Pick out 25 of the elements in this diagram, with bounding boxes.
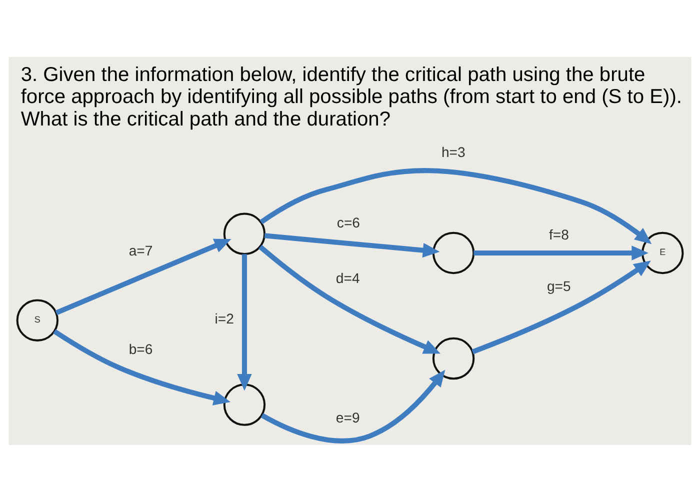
edge-label: h=3 (441, 144, 466, 160)
edge-label: g=5 (547, 277, 571, 294)
arrow (237, 254, 252, 390)
node-circle (223, 212, 266, 254)
node-circle: S (16, 298, 59, 341)
edge-label: i=2 (214, 310, 234, 326)
edge-label: c=6 (336, 214, 360, 230)
node-circle (432, 231, 475, 274)
arrow (474, 245, 648, 260)
arrow (260, 369, 446, 443)
arrow (258, 244, 440, 354)
edge-label: e=9 (336, 409, 360, 426)
diagram-title: 3. Given the information below, identify the critical path using the brute force approach by identifying all possible paths (from start to end (S to E)). What is the critical path and the duration? (20, 64, 682, 130)
arrow (260, 168, 652, 244)
node-circle (223, 383, 266, 426)
edge-label: d=4 (336, 269, 360, 286)
arrow (53, 328, 230, 405)
arrow (472, 260, 651, 354)
edge-label: b=6 (128, 340, 153, 357)
edge-label: a=7 (128, 242, 153, 258)
edge-label: f=8 (549, 226, 569, 242)
node-circle: E (641, 231, 684, 274)
node-circle (432, 336, 475, 380)
arrow (264, 232, 440, 258)
arrow (55, 238, 232, 315)
